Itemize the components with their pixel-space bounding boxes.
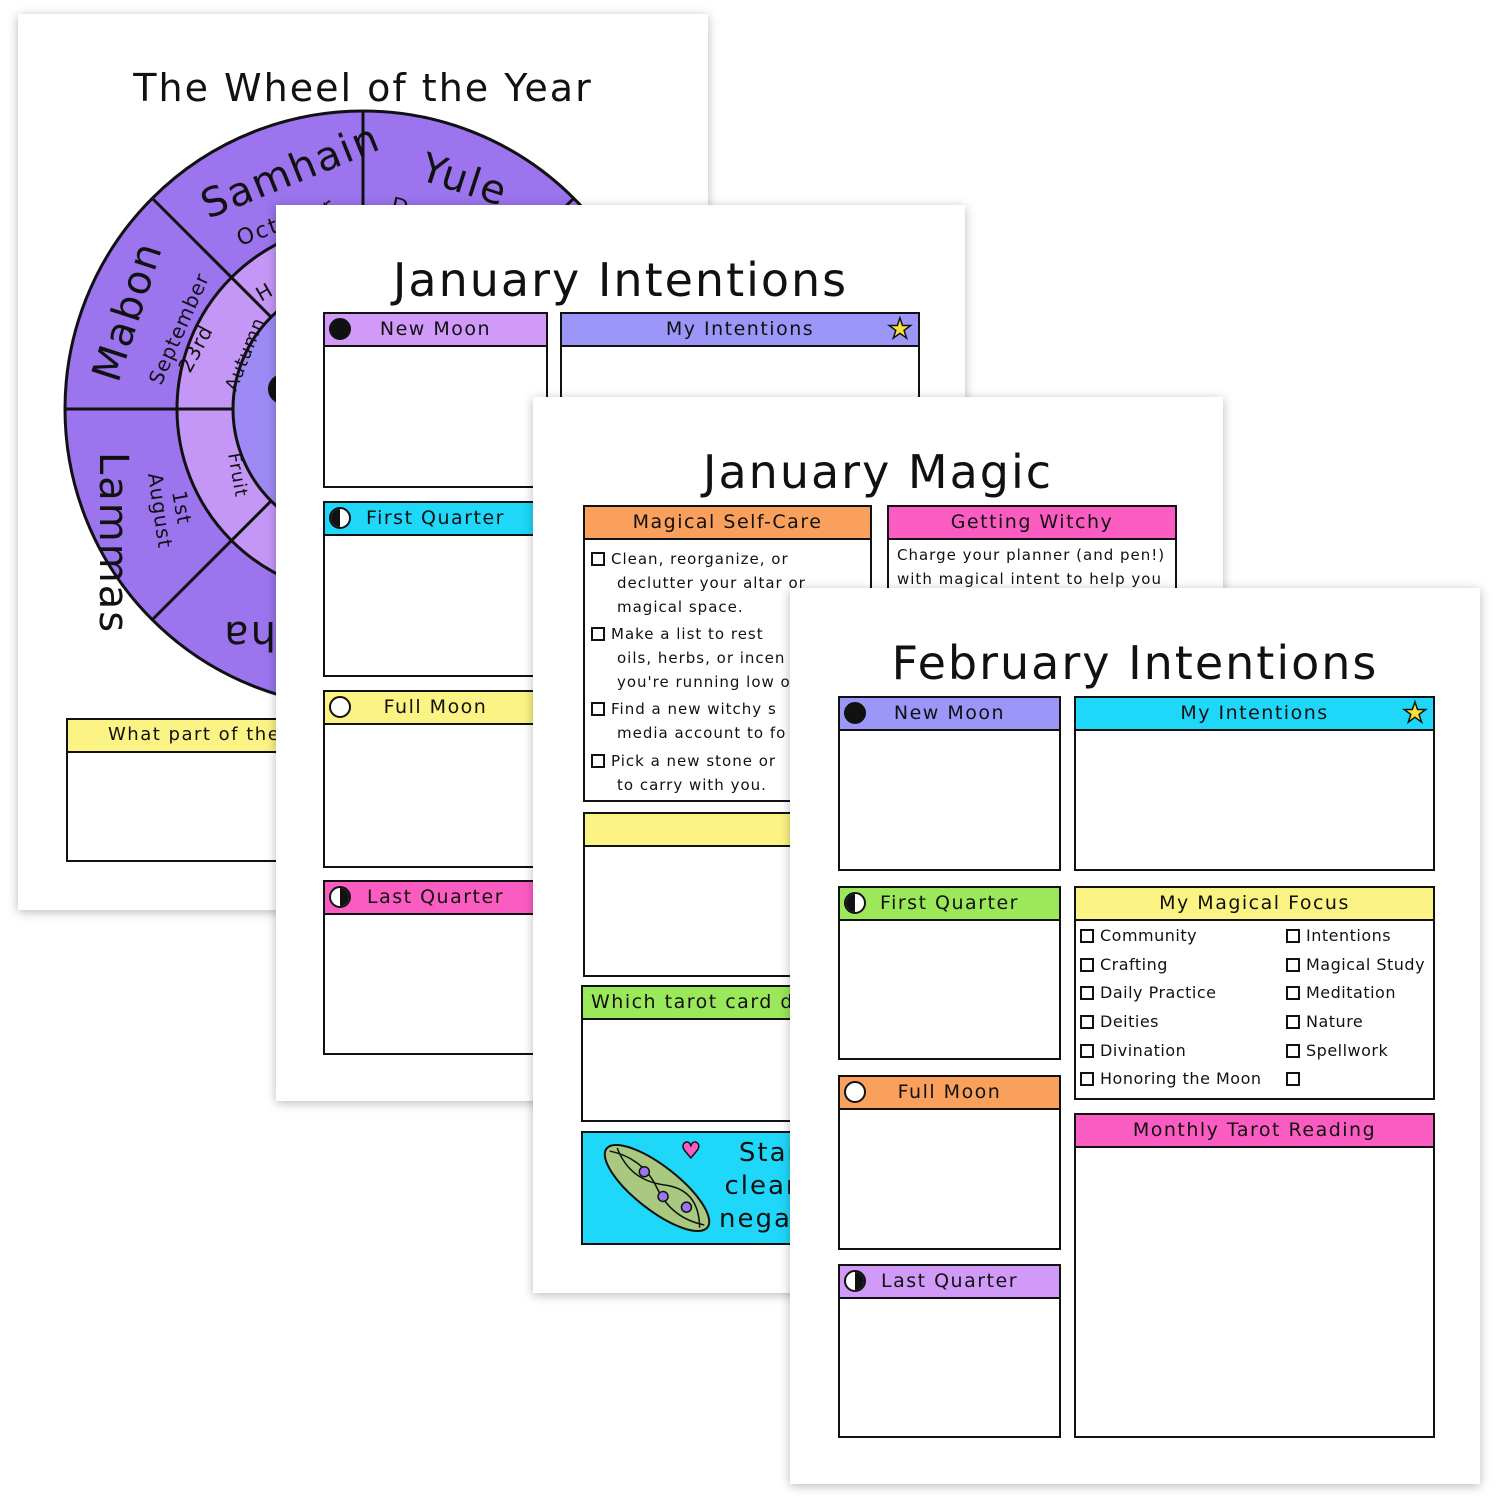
getting-witchy-text: Charge your planner (and pen!) with magi… <box>897 546 1166 588</box>
checkbox[interactable] <box>1080 1072 1094 1086</box>
page-title: January Magic <box>702 445 1054 499</box>
my-intentions-header: My Intentions ★ <box>1076 698 1433 731</box>
tarot-reading-header: Monthly Tarot Reading <box>1076 1115 1433 1148</box>
checkbox[interactable] <box>1080 1044 1094 1058</box>
star-icon: ★ <box>887 314 914 345</box>
february-intentions-page: February Intentions New Moon My Intentio… <box>790 588 1480 1484</box>
full-moon-icon <box>329 696 351 718</box>
focus-option-blank[interactable] <box>1286 1069 1306 1088</box>
focus-option[interactable]: Meditation <box>1286 983 1396 1002</box>
self-care-item[interactable]: Pick a new stone or to carry with you. <box>591 749 776 797</box>
getting-witchy-header: Getting Witchy <box>889 507 1175 540</box>
checkbox[interactable] <box>1286 1072 1300 1086</box>
monthly-tarot-reading-box[interactable]: Monthly Tarot Reading <box>1074 1113 1435 1438</box>
page-title: The Wheel of the Year <box>133 66 593 110</box>
focus-option[interactable]: Honoring the Moon <box>1080 1069 1262 1088</box>
star-icon: ★ <box>1402 698 1429 729</box>
first-quarter-box[interactable]: First Quarter <box>323 501 548 677</box>
checkbox[interactable] <box>591 627 605 641</box>
new-moon-icon <box>329 318 351 340</box>
checkbox[interactable] <box>591 754 605 768</box>
wheel-divider <box>150 499 273 622</box>
sabbat-name: ha <box>222 612 276 658</box>
focus-option[interactable]: Spellwork <box>1286 1041 1388 1060</box>
checkbox[interactable] <box>591 702 605 716</box>
focus-option[interactable]: Community <box>1080 926 1197 945</box>
checkbox[interactable] <box>1080 1015 1094 1029</box>
focus-option[interactable]: Crafting <box>1080 955 1168 974</box>
new-moon-box[interactable]: New Moon <box>323 312 548 488</box>
full-moon-header: Full Moon <box>840 1077 1059 1110</box>
checkbox[interactable] <box>1286 1044 1300 1058</box>
last-quarter-header: Last Quarter <box>325 882 546 915</box>
first-quarter-moon-icon <box>329 507 351 529</box>
focus-option[interactable]: Magical Study <box>1286 955 1425 974</box>
new-moon-header: New Moon <box>325 314 546 347</box>
last-quarter-box[interactable]: Last Quarter <box>323 880 548 1055</box>
first-quarter-box[interactable]: First Quarter <box>838 886 1061 1060</box>
checkbox[interactable] <box>1080 958 1094 972</box>
checkbox[interactable] <box>1286 958 1300 972</box>
last-quarter-moon-icon <box>329 886 351 908</box>
first-quarter-moon-icon <box>844 892 866 914</box>
last-quarter-header: Last Quarter <box>840 1266 1059 1299</box>
page-title: February Intentions <box>891 636 1379 690</box>
last-quarter-moon-icon <box>844 1270 866 1292</box>
last-quarter-box[interactable]: Last Quarter <box>838 1264 1061 1438</box>
heart-icon: ♥ <box>680 1138 701 1165</box>
full-moon-box[interactable]: Full Moon <box>838 1075 1061 1250</box>
self-care-item[interactable]: Make a list to rest oils, herbs, or ince… <box>591 622 791 694</box>
checkbox[interactable] <box>1286 986 1300 1000</box>
new-moon-box[interactable]: New Moon <box>838 696 1061 871</box>
full-moon-icon <box>844 1081 866 1103</box>
focus-option[interactable]: Daily Practice <box>1080 983 1216 1002</box>
my-magical-focus-box: My Magical Focus Community Crafting Dail… <box>1074 886 1435 1100</box>
magical-focus-header: My Magical Focus <box>1076 888 1433 921</box>
focus-option[interactable]: Deities <box>1080 1012 1159 1031</box>
wheel-divider <box>150 196 273 319</box>
focus-option[interactable]: Nature <box>1286 1012 1363 1031</box>
sabbat-name: Lammas <box>90 452 136 634</box>
cleansing-text: Star clear negat <box>719 1138 805 1234</box>
checkbox[interactable] <box>1286 929 1300 943</box>
page-title: January Intentions <box>392 253 849 307</box>
self-care-header: Magical Self-Care <box>585 507 870 540</box>
full-moon-header: Full Moon <box>325 692 546 725</box>
my-intentions-header: My Intentions ★ <box>562 314 918 347</box>
focus-option[interactable]: Divination <box>1080 1041 1186 1060</box>
checkbox[interactable] <box>591 552 605 566</box>
my-intentions-box[interactable]: My Intentions ★ <box>1074 696 1435 871</box>
self-care-item[interactable]: Clean, reorganize, or declutter your alt… <box>591 547 806 619</box>
sabbat-date: 1st <box>167 489 197 527</box>
checkbox[interactable] <box>1080 986 1094 1000</box>
checkbox[interactable] <box>1286 1015 1300 1029</box>
new-moon-header: New Moon <box>840 698 1059 731</box>
full-moon-box[interactable]: Full Moon <box>323 690 548 868</box>
self-care-item[interactable]: Find a new witchy s media account to fo <box>591 697 786 745</box>
first-quarter-header: First Quarter <box>840 888 1059 921</box>
checkbox[interactable] <box>1080 929 1094 943</box>
sage-bundle-icon <box>603 1143 711 1233</box>
first-quarter-header: First Quarter <box>325 503 546 536</box>
new-moon-icon <box>844 702 866 724</box>
focus-option[interactable]: Intentions <box>1286 926 1391 945</box>
